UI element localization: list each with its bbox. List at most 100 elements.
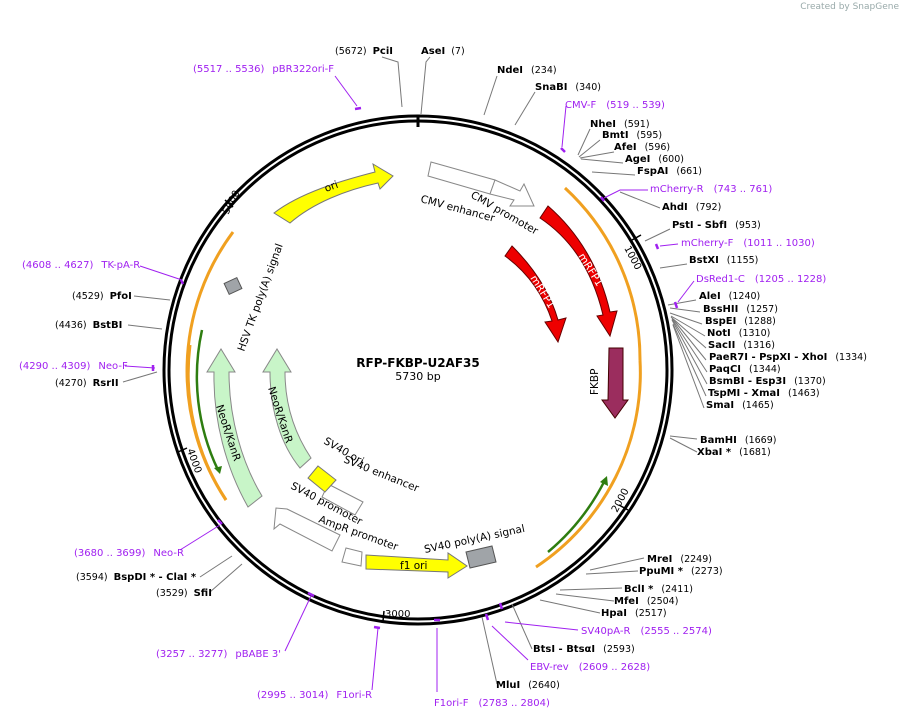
primer-labels: (5517 .. 5536)pBR322ori-F CMV-F (519 .. 5… (19, 64, 826, 709)
svg-text:PaeR7I - PspXI - XhoI(1334): PaeR7I - PspXI - XhoI(1334) (709, 352, 867, 363)
enzyme-alei: AleI (699, 291, 721, 302)
svg-text:SacII(1316): SacII(1316) (708, 340, 775, 351)
svg-text:SV40pA-R(2555 .. 2574): SV40pA-R(2555 .. 2574) (581, 626, 712, 637)
enzyme-noti: NotI (707, 328, 731, 339)
svg-text:F1ori-F(2783 .. 2804): F1ori-F(2783 .. 2804) (434, 698, 550, 709)
svg-text:(5517 .. 5536)pBR322ori-F: (5517 .. 5536)pBR322ori-F (193, 64, 334, 75)
enzyme-pos-bmti: (595) (637, 130, 663, 141)
enzyme-pos-pcii: (5672) (335, 46, 367, 57)
svg-text:(3680 .. 3699)Neo-R: (3680 .. 3699) Neo-R (74, 548, 184, 559)
primer-range-sv40pa-r: (2555 .. 2574) (640, 626, 712, 637)
enzyme-bstxi: BstXI (689, 255, 719, 266)
primer-tk-pa-r: TK-pA-R (100, 260, 140, 271)
enzyme-paqci: PaqCI (709, 364, 741, 375)
primer-neo-f: Neo-F (98, 361, 128, 372)
enzyme-mlui: MluI (496, 680, 520, 691)
enzyme-pcii: PciI (373, 46, 393, 57)
orange-arc-left-inner (186, 344, 228, 501)
green-arrow-head-right (600, 476, 608, 486)
enzyme-ppumi: PpuMI * (639, 566, 684, 577)
primer-range-cmv-f: (519 .. 539) (606, 100, 665, 111)
svg-text:MreI(2249): MreI(2249) (647, 554, 712, 565)
enzyme-pos-asei: (7) (451, 46, 464, 57)
primer-dsred1-c: DsRed1-C (696, 274, 745, 285)
svg-text:SnaBI(340): SnaBI(340) (535, 82, 601, 93)
feature-neor-inner (262, 348, 312, 469)
enzyme-rsrii: RsrII (93, 378, 119, 389)
enzyme-pos-mrei: (2249) (680, 554, 712, 565)
feature-fkbp-label: FKBP (589, 369, 601, 395)
enzyme-pos-agei: (600) (658, 154, 684, 165)
enzyme-pos-mlui: (2640) (528, 680, 560, 691)
feature-ori (273, 162, 394, 224)
primer-range-pbr322ori-f: (5517 .. 5536) (193, 64, 265, 75)
enzyme-snabi: SnaBI (535, 82, 567, 93)
enzyme-pfoi: PfoI (110, 291, 132, 302)
enzyme-pos-smai: (1465) (742, 400, 774, 411)
svg-text:HpaI(2517): HpaI (2517) (601, 608, 667, 619)
svg-text:(3257 .. 3277)pBABE 3': (3257 .. 3277)pBABE 3' (156, 649, 281, 660)
svg-text:BstXI(1155): BstXI (1155) (689, 255, 758, 266)
svg-text:TspMI - XmaI(1463): TspMI - XmaI (1463) (708, 388, 820, 399)
svg-text:(3594)BspDI * - ClaI *: (3594)BspDI * - ClaI * (76, 572, 197, 583)
enzyme-bspdi-clai: BspDI * - ClaI * (114, 572, 197, 583)
primer-f1ori-f: F1ori-F (434, 698, 469, 709)
enzyme-pos-bstxi: (1155) (727, 255, 759, 266)
feature-mrfp1-inner-label: mRFP1 (527, 273, 557, 310)
primer-range-neo-r: (3680 .. 3699) (74, 548, 146, 559)
enzyme-ndei: NdeI (497, 65, 523, 76)
enzyme-pos-fspai: (661) (676, 166, 702, 177)
feature-cmv-promoter (489, 179, 535, 207)
enzyme-pos-bamhi: (1669) (745, 435, 777, 446)
primer-neo-r: Neo-R (153, 548, 184, 559)
enzyme-pos-ppumi: (2273) (691, 566, 723, 577)
svg-text:AfeI(596): AfeI(596) (614, 142, 670, 153)
svg-text:BssHII(1257): BssHII(1257) (703, 304, 778, 315)
enzyme-bstbi: BstBI (93, 320, 123, 331)
primer-mcherry-r: mCherry-R (650, 184, 704, 195)
enzyme-pos-pfoi: (4529) (72, 291, 104, 302)
plasmid-name: RFP-FKBP-U2AF35 (356, 356, 480, 370)
enzyme-nhei: NheI (590, 119, 616, 130)
svg-text:XbaI *(1681): XbaI *(1681) (697, 447, 771, 458)
enzyme-agei: AgeI (625, 154, 650, 165)
enzyme-pos-psti-sbfi: (953) (735, 220, 761, 231)
svg-text:(4270)RsrII: (4270)RsrII (55, 378, 119, 389)
enzyme-tspmi-xmai: TspMI - XmaI (708, 388, 780, 399)
green-arc-left (195, 329, 220, 471)
enzyme-smai: SmaI (706, 400, 734, 411)
enzyme-pos-nhei: (591) (624, 119, 650, 130)
svg-text:mCherry-F(1011 .. 1030): mCherry-F(1011 .. 1030) (681, 238, 815, 249)
svg-text:(4290 .. 4309)Neo-F: (4290 .. 4309) Neo-F (19, 361, 128, 372)
feature-mrfp1-outer-label: mRFP1 (575, 251, 605, 288)
enzyme-fspai: FspAI (637, 166, 668, 177)
feature-neor-outer (206, 348, 263, 508)
enzyme-leaders (122, 56, 708, 685)
svg-text:NheI(591): NheI (591) (590, 119, 650, 130)
svg-text:BclI *(2411): BclI *(2411) (624, 584, 693, 595)
enzyme-bamhi: BamHI (700, 435, 737, 446)
primer-range-neo-f: (4290 .. 4309) (19, 361, 91, 372)
enzyme-hpai: HpaI (601, 608, 627, 619)
enzyme-pos-hpai: (2517) (635, 608, 667, 619)
svg-text:MfeI(2504): MfeI(2504) (614, 596, 678, 607)
svg-text:(4436)BstBI: (4436) BstBI (55, 320, 122, 331)
feature-f1-ori-label: f1 ori (400, 560, 427, 572)
svg-text:NdeI(234): NdeI(234) (497, 65, 557, 76)
green-arrow-head-left (214, 466, 222, 474)
enzyme-asei: AseI (421, 46, 445, 57)
svg-text:BsmBI - Esp3I(1370): BsmBI - Esp3I(1370) (709, 376, 826, 387)
enzyme-pos-bstbi: (4436) (55, 320, 87, 331)
primer-range-mcherry-r: (743 .. 761) (714, 184, 773, 195)
enzyme-pos-tspmi-xmai: (1463) (788, 388, 820, 399)
feature-ampr-promoter (341, 547, 363, 567)
feature-f1-ori (365, 552, 468, 579)
enzyme-xbai: XbaI * (697, 447, 732, 458)
primer-cmv-f: CMV-F (565, 100, 596, 111)
enzyme-pos-bcli: (2411) (661, 584, 693, 595)
svg-text:DsRed1-C(1205 .. 1228): DsRed1-C(1205 .. 1228) (696, 274, 826, 285)
enzyme-pos-btsi-btsai: (2593) (603, 644, 635, 655)
enzyme-pos-afei: (596) (645, 142, 671, 153)
primer-range-f1ori-r: (2995 .. 3014) (257, 690, 329, 701)
